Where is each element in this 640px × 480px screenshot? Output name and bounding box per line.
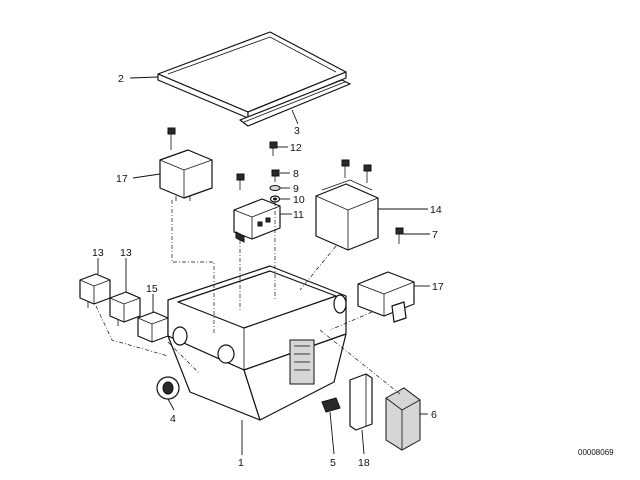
relay-large[interactable] <box>159 127 213 201</box>
label-7: 7 <box>432 229 438 241</box>
washer-10[interactable] <box>269 195 281 203</box>
screw-12[interactable] <box>269 141 278 156</box>
assembly-lines <box>95 200 401 395</box>
label-15: 15 <box>146 283 158 295</box>
fuse-block[interactable] <box>385 387 421 451</box>
label-4: 4 <box>170 413 176 425</box>
main-housing[interactable] <box>167 265 347 421</box>
label-18: 18 <box>358 457 370 469</box>
label-9: 9 <box>293 183 299 195</box>
label-11: 11 <box>293 209 304 221</box>
label-13-b: 13 <box>120 247 132 259</box>
label-12: 12 <box>290 142 302 154</box>
reference-code: 00008069 <box>578 448 614 457</box>
leader-lines <box>97 76 430 455</box>
label-5: 5 <box>330 457 336 469</box>
label-1: 1 <box>238 457 244 469</box>
module-17[interactable] <box>357 271 415 323</box>
control-module[interactable] <box>315 179 379 251</box>
fuse-clip[interactable] <box>321 397 341 413</box>
label-2: 2 <box>118 73 124 85</box>
screw-14-left[interactable] <box>341 159 350 178</box>
label-8: 8 <box>293 168 299 180</box>
grommet[interactable] <box>156 376 180 400</box>
screw-top-left[interactable] <box>236 173 245 190</box>
label-14: 14 <box>430 204 442 216</box>
cover-lid[interactable] <box>157 31 347 119</box>
relay-small-a[interactable] <box>79 273 111 308</box>
label-17: 17 <box>432 281 444 293</box>
label-3: 3 <box>294 125 300 137</box>
relay-small-b[interactable] <box>109 291 141 326</box>
seal-strip[interactable] <box>239 79 351 127</box>
cover-strip[interactable] <box>349 373 373 431</box>
label-6: 6 <box>431 409 437 421</box>
screw-7[interactable] <box>395 227 404 244</box>
relay-small-c[interactable] <box>137 311 169 343</box>
label-16: 17 <box>116 173 128 185</box>
label-10: 10 <box>293 194 305 206</box>
screw-14-right[interactable] <box>363 164 372 183</box>
label-13-a: 13 <box>92 247 104 259</box>
washer-9[interactable] <box>269 185 281 191</box>
relay-holder[interactable] <box>233 198 281 243</box>
part-labels: 2 3 17 12 8 9 10 11 14 7 17 13 13 15 4 1… <box>92 73 444 469</box>
screw-8[interactable] <box>271 169 280 182</box>
